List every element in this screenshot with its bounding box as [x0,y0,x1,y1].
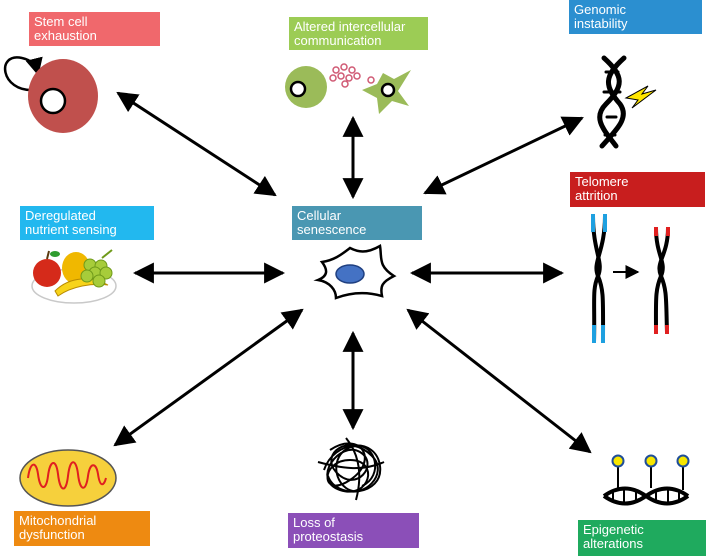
label-loss-of-proteostasis: Loss of proteostasis [288,513,419,548]
arrow-genomic [423,116,584,195]
label-altered-intercellular-communication: Altered intercellular communication [289,17,428,50]
label-cellular-senescence: Cellular senescence [292,206,422,240]
mitochondrion-icon [19,449,117,507]
label-epigenetic-alterations: Epigenetic alterations [578,520,706,556]
senescent-cell-icon [313,244,397,300]
label-line: Genomic [574,2,627,17]
arrows [113,91,592,454]
label-line: senescence [297,222,367,237]
label-line: Stem cell [34,14,88,29]
dna-lightning-icon [597,55,657,149]
arrow-epigenetic [406,308,592,454]
arrow-mito [113,308,304,447]
label-line: communication [294,33,382,48]
label-genomic-instability: Genomic instability [569,0,702,34]
arrow-stem-cell [116,91,277,197]
label-line: Mitochondrial [19,513,97,528]
label-line: Cellular [297,208,342,223]
label-line: Telomere [575,174,629,189]
methylated-dna-icon [602,454,690,506]
label-line: Epigenetic [583,522,644,537]
label-telomere-attrition: Telomere attrition [570,172,705,207]
label-line: Deregulated [25,208,96,223]
label-mitochondrial-dysfunction: Mitochondrial dysfunction [14,511,150,546]
cell-communication-icon [285,63,411,114]
fruit-plate-icon [31,249,117,304]
label-stem-cell-exhaustion: Stem cell exhaustion [29,12,160,46]
label-line: Altered intercellular [294,19,406,34]
label-line: proteostasis [293,529,364,544]
label-deregulated-nutrient-sensing: Deregulated nutrient sensing [20,206,154,240]
label-line: exhaustion [34,28,97,43]
label-line: instability [574,16,628,31]
chromosome-telomere-icon [591,214,670,343]
label-line: attrition [575,188,618,203]
label-line: dysfunction [19,527,85,542]
label-line: alterations [583,536,643,551]
label-line: nutrient sensing [25,222,117,237]
tangled-protein-icon [317,437,385,501]
stem-cell-icon [3,56,98,133]
label-line: Loss of [293,515,335,530]
